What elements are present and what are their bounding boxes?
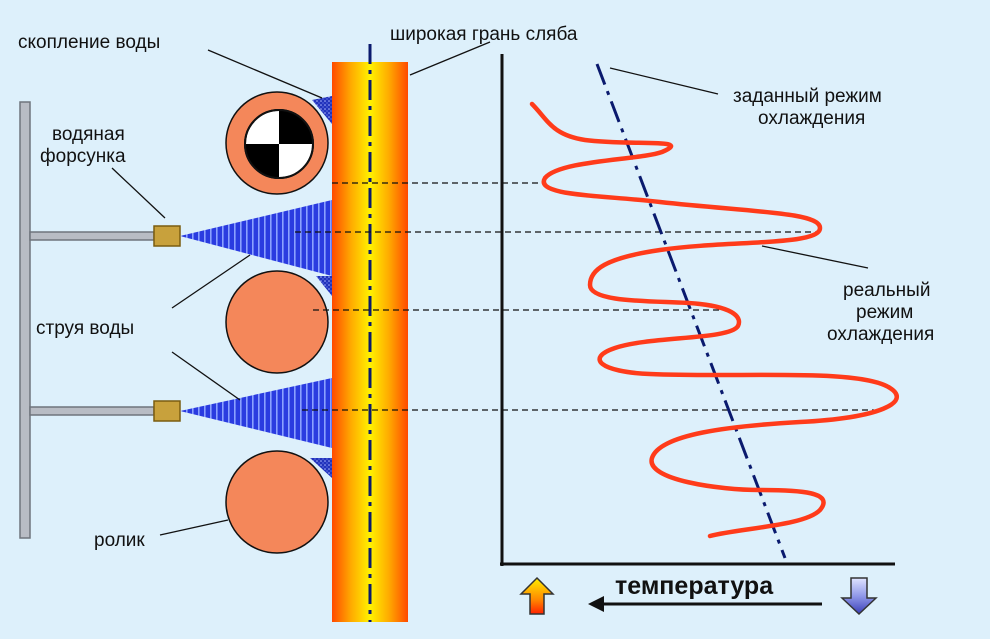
roller-section-icon [244,109,314,179]
target-cooling-label-line1: заданный режим [733,86,882,107]
hot-arrow-up-icon [519,576,555,615]
roller-2 [225,270,329,374]
water-jet-1 [180,200,332,276]
slab-wide-face-label: широкая грань сляба [390,24,578,45]
arrow-left-icon [588,596,822,612]
temperature-label: температура [615,572,774,600]
water-nozzle-label-line1: водяная [52,124,125,145]
cold-arrow-down-icon [840,577,878,616]
leader-lines [111,41,869,536]
real-cooling-label-line3: охлаждения [827,324,934,345]
water-accumulation-1 [312,96,332,124]
water-accumulation-2 [316,276,332,296]
real-cooling-curve [529,101,899,539]
water-header-pipe [19,101,31,539]
roller-label: ролик [94,530,145,551]
water-accumulation-label: скопление воды [18,32,160,53]
water-nozzle-1 [153,225,181,247]
water-pipe-branch-2 [29,406,155,416]
roller-3 [225,450,329,554]
water-nozzle-label-line2: форсунка [40,146,126,167]
real-cooling-label-line2: режим [856,302,913,323]
water-accumulation-3 [310,458,332,478]
water-nozzle-2 [153,400,181,422]
real-cooling-label-line1: реальный [843,280,930,301]
target-cooling-line [595,63,787,559]
target-cooling-label-line2: охлаждения [758,108,865,129]
projection-lines [295,182,874,411]
water-jet-label: струя воды [36,318,134,339]
water-pipe-branch-1 [29,231,155,241]
water-jet-2 [180,378,332,448]
